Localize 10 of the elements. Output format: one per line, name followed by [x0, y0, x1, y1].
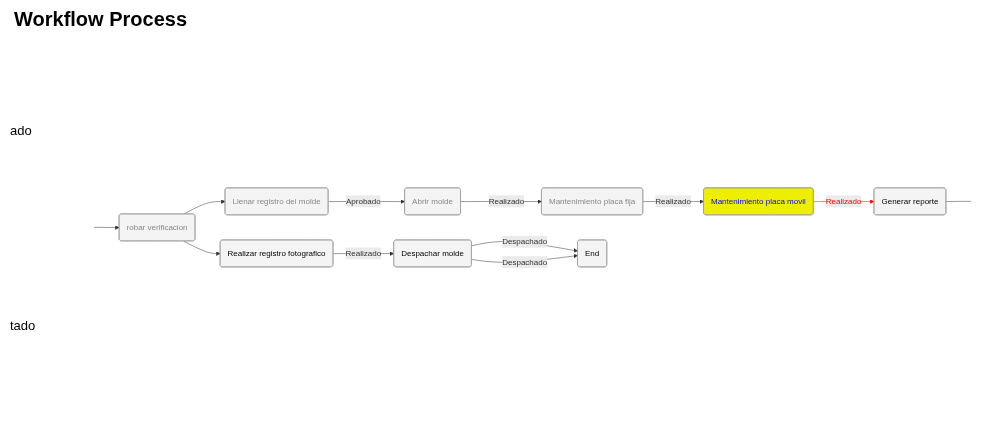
edge-label: Despachado — [502, 257, 548, 267]
status-label: tado — [10, 318, 37, 333]
edge-label: Realizado — [655, 196, 691, 206]
edge-label: Realizado — [345, 248, 382, 258]
edge-label: Despachado — [502, 237, 548, 246]
edge-label: Aprobado — [345, 196, 381, 206]
status-label: ado — [10, 123, 33, 138]
diagram-title: Workflow Process — [14, 8, 189, 31]
edge-label: Realizado — [825, 196, 862, 206]
edge-label: Realizado — [488, 196, 525, 206]
